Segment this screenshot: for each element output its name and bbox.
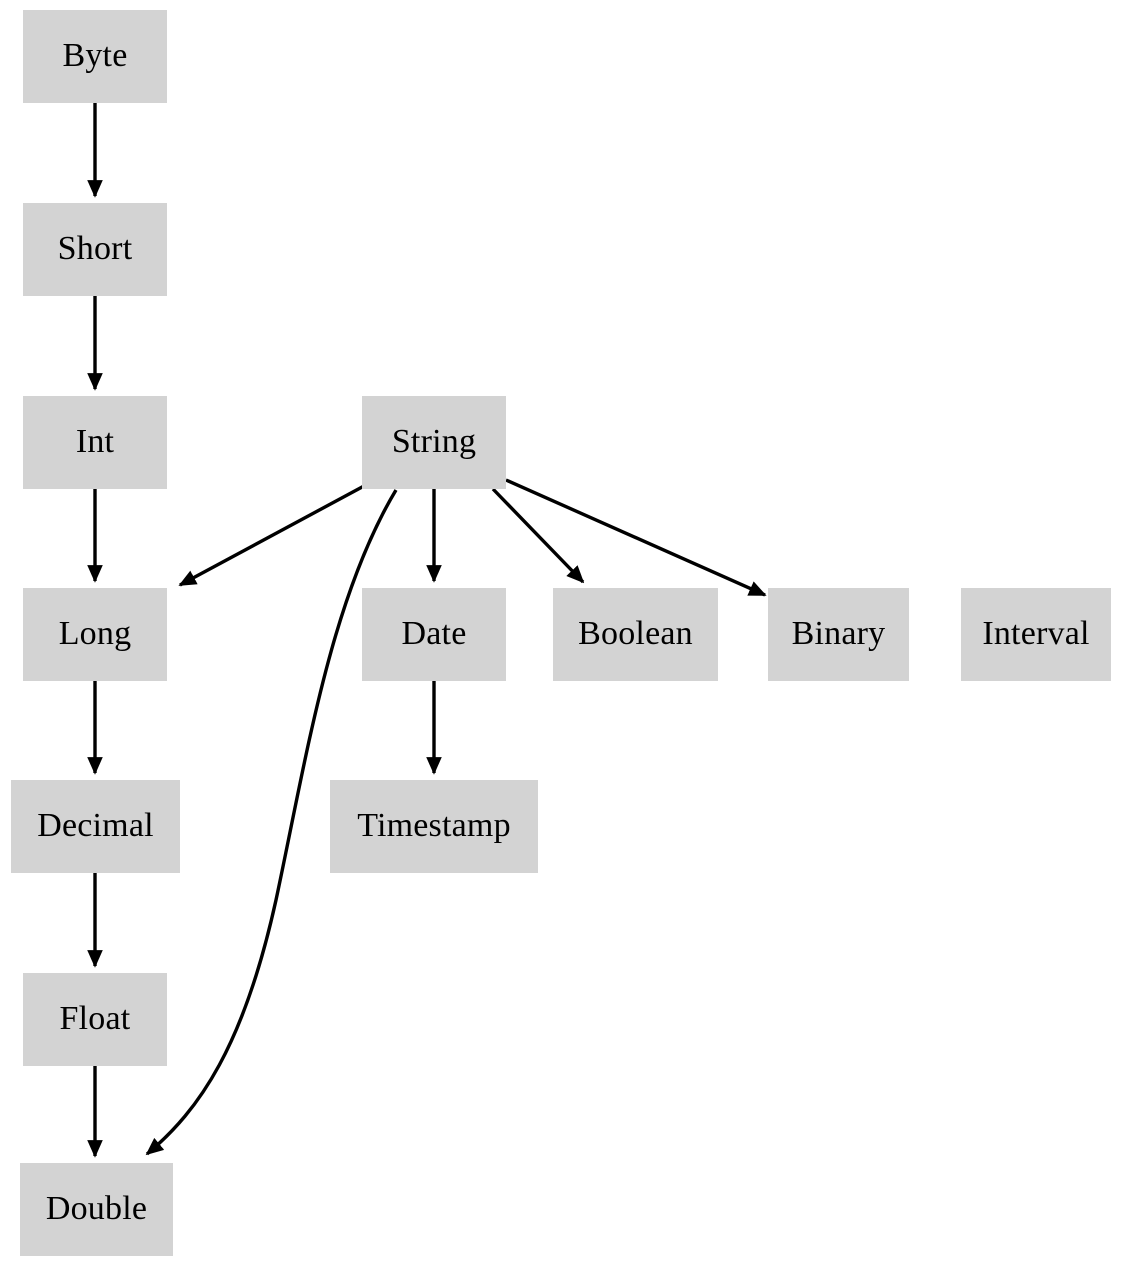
- node-float-label: Float: [59, 999, 131, 1037]
- node-string[interactable]: String: [362, 396, 506, 489]
- node-boolean-label: Boolean: [578, 614, 693, 652]
- node-decimal-label: Decimal: [37, 806, 154, 844]
- node-byte-label: Byte: [62, 36, 128, 74]
- edge-string-boolean: [491, 487, 585, 584]
- node-byte[interactable]: Byte: [23, 10, 167, 103]
- node-double-label: Double: [45, 1189, 148, 1227]
- node-long[interactable]: Long: [23, 588, 167, 681]
- node-short-label: Short: [57, 229, 133, 267]
- node-double[interactable]: Double: [20, 1163, 173, 1256]
- node-string-label: String: [391, 422, 477, 460]
- node-interval-label: Interval: [982, 614, 1090, 652]
- node-boolean[interactable]: Boolean: [553, 588, 718, 681]
- node-int[interactable]: Int: [23, 396, 167, 489]
- node-decimal[interactable]: Decimal: [11, 780, 180, 873]
- node-binary-label: Binary: [791, 614, 886, 652]
- node-int-label: Int: [75, 422, 115, 460]
- node-date-label: Date: [401, 614, 467, 652]
- node-interval[interactable]: Interval: [961, 588, 1111, 681]
- node-long-label: Long: [58, 614, 132, 652]
- node-timestamp[interactable]: Timestamp: [330, 780, 538, 873]
- node-float[interactable]: Float: [23, 973, 167, 1066]
- node-timestamp-label: Timestamp: [357, 806, 511, 844]
- node-date[interactable]: Date: [362, 588, 506, 681]
- edge-string-binary: [505, 478, 767, 597]
- node-binary[interactable]: Binary: [768, 588, 909, 681]
- node-short[interactable]: Short: [23, 203, 167, 296]
- edge-string-long: [178, 484, 365, 587]
